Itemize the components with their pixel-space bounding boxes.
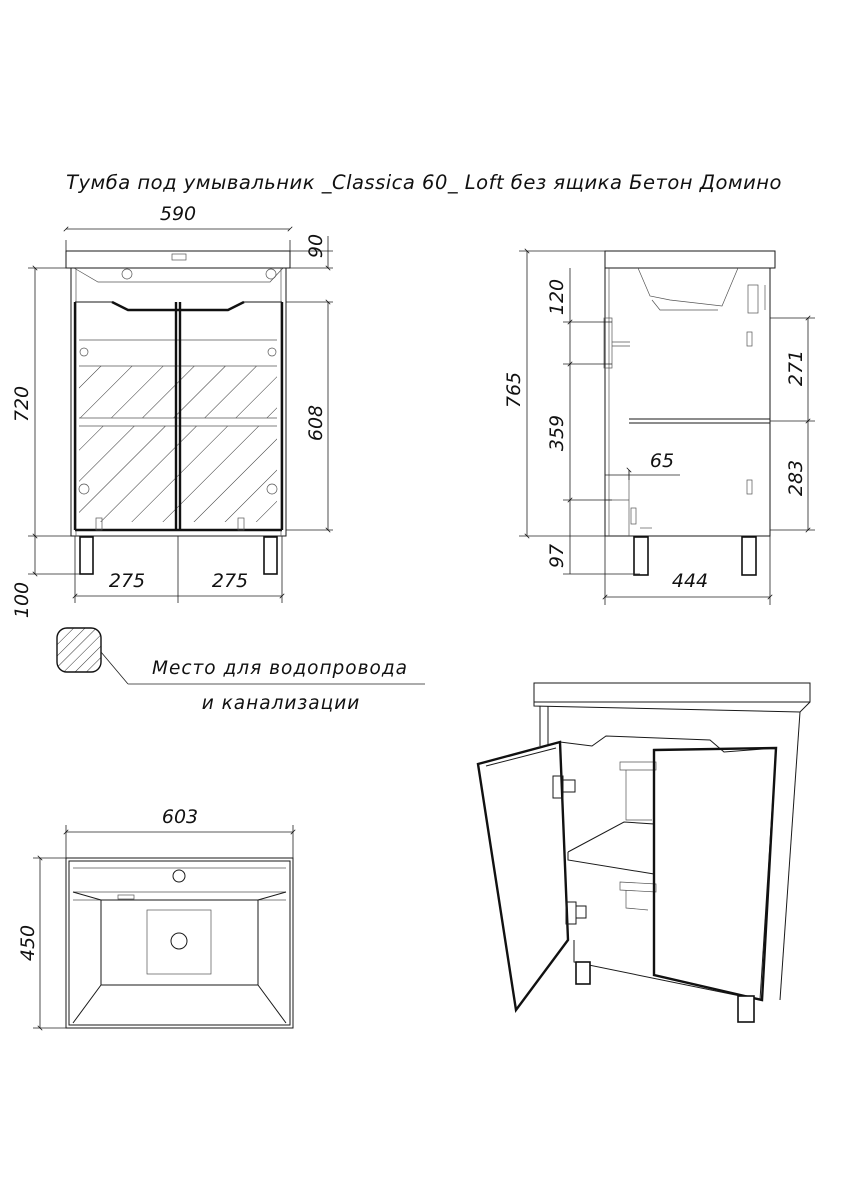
dim-front-leg-height: 100 [11,582,33,618]
dim-front-door-height: 608 [305,405,327,441]
dim-front-top-height: 90 [305,234,327,258]
dim-side-pipe-offset: 65 [650,450,674,472]
dim-front-body-height: 720 [11,386,33,422]
dim-side-mid-gap: 359 [546,415,568,451]
dim-top-width: 603 [162,806,198,828]
legend-line2: и канализации [202,693,361,714]
dim-side-shelf-upper: 271 [785,350,807,386]
side-view: 765 120 359 97 65 271 283 444 [503,248,815,605]
dim-side-total-height: 765 [503,372,525,408]
legend: Место для водопровода и канализации [56,627,425,714]
legend-hatch-swatch [56,627,102,673]
dim-top-depth: 450 [17,925,39,961]
dim-front-door-right: 275 [212,570,248,592]
dim-side-upper-gap: 120 [546,279,568,315]
hatch-zone-lower [79,426,277,522]
dim-front-door-left: 275 [109,570,145,592]
top-view: 603 450 [17,806,296,1031]
dim-side-leg-height: 97 [546,544,568,568]
page-title: Тумба под умывальник _Classica 60_ Loft … [66,171,782,194]
dim-side-depth: 444 [672,570,708,592]
dim-front-width: 590 [160,203,196,225]
dim-side-shelf-lower: 283 [785,460,807,496]
perspective-view [476,682,811,1023]
front-view: 590 90 608 720 100 275 275 [11,203,333,618]
hatch-zone-upper [79,366,277,418]
legend-line1: Место для водопровода [152,658,408,679]
